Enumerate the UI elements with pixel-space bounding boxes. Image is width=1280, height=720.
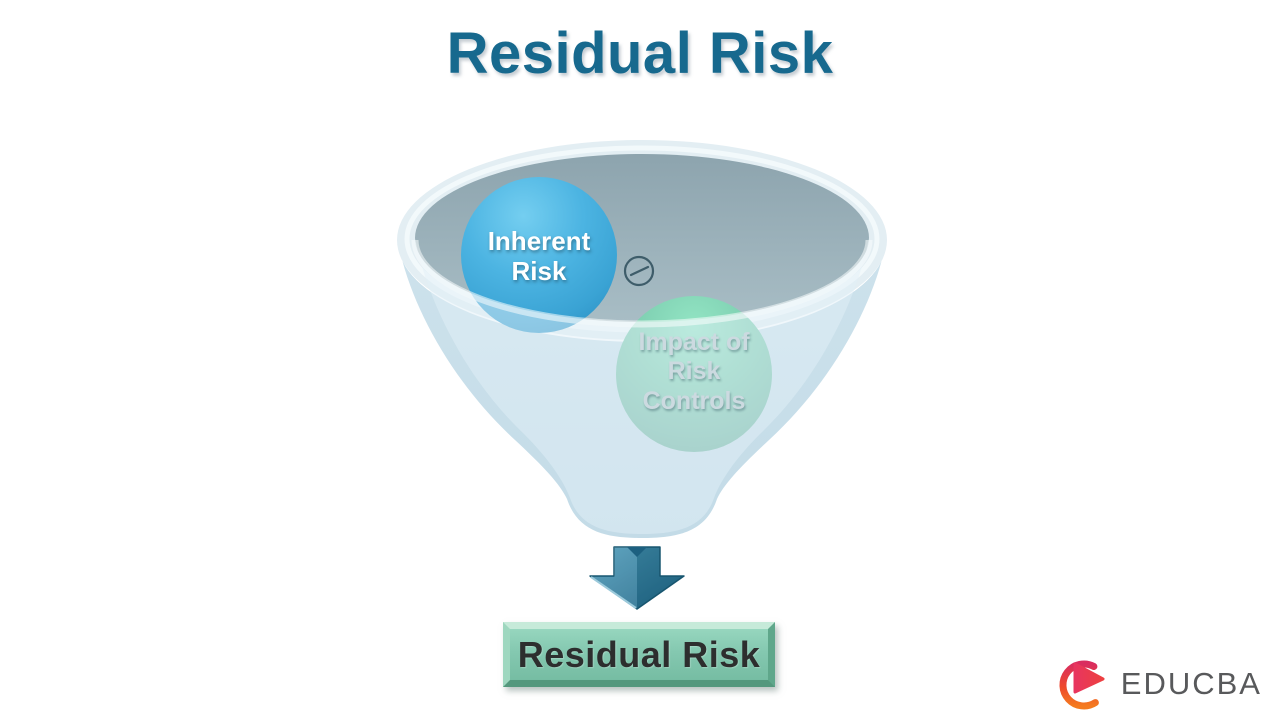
impact-of-risk-controls-label: Impact of Risk Controls bbox=[638, 328, 750, 415]
inherent-risk-label: Inherent Risk bbox=[487, 226, 591, 287]
residual-risk-box-label: Residual Risk bbox=[517, 633, 761, 675]
down-arrow-icon bbox=[589, 546, 685, 610]
residual-risk-box: Residual Risk bbox=[503, 622, 775, 687]
funnel-front-rim-highlight bbox=[411, 239, 873, 328]
page-title: Residual Risk bbox=[446, 21, 834, 86]
educba-play-swoosh-icon bbox=[1059, 660, 1105, 710]
educba-logo: EDUCBA bbox=[1059, 652, 1262, 714]
educba-wordmark: EDUCBA bbox=[1120, 666, 1262, 701]
minus-icon bbox=[623, 255, 655, 287]
inherent-risk-circle bbox=[461, 177, 617, 333]
funnel bbox=[397, 140, 887, 538]
